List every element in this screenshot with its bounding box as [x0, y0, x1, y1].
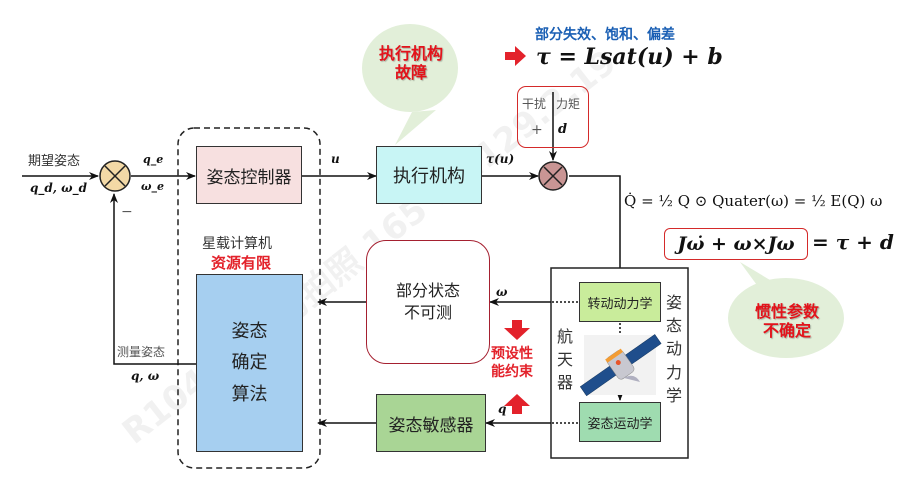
disturbance-label-left: 干扰 — [522, 97, 547, 111]
inertia-uncertain-text: 惯性参数 不确定 — [754, 302, 819, 341]
torque-to-plant-wire — [569, 175, 624, 281]
fault-types-label: 部分失效、饱和、偏差 — [535, 27, 675, 43]
down-arrow-icon — [504, 320, 530, 340]
sum-junction-1 — [99, 160, 131, 192]
measured-signal: q, ω — [131, 369, 160, 383]
q-signal-label: q — [498, 402, 507, 416]
attitude-controller-block[interactable]: 姿态控制器 — [196, 146, 302, 204]
inertia-bubble — [728, 262, 844, 358]
omega-e-label: ω_e — [141, 180, 164, 193]
prescribed-performance-text: 预设性 能约束 — [491, 346, 533, 380]
rotational-dynamics-block[interactable]: 转动动力学 — [579, 282, 661, 322]
sum-junction-2 — [538, 161, 568, 191]
disturbance-label-right: 力矩 — [556, 97, 581, 111]
kinematics-equation: Q̇ = ½ Q ⊙ Quater(ω) = ½ E(Q) ω — [624, 192, 883, 210]
spacecraft-label: 航 天 器 — [557, 327, 574, 393]
partial-state-line-1: 部分状态 — [395, 280, 460, 300]
attitude-dynamics-label: 姿 态 动 力 学 — [666, 293, 683, 405]
attitude-sensor-block[interactable]: 姿态敏感器 — [376, 394, 486, 452]
feedback-sign: − — [121, 204, 133, 220]
satellite-icon — [579, 334, 662, 397]
desired-signal: q_d, ω_d — [30, 181, 87, 195]
partial-state-block[interactable]: 部分状态 不可测 — [366, 240, 490, 364]
determination-line-1: 姿态 — [231, 320, 268, 342]
onboard-computer-frame — [177, 127, 321, 469]
up-arrow-icon — [504, 394, 530, 414]
attitude-sensor-label: 姿态敏感器 — [388, 415, 474, 436]
determination-line-2: 确定 — [231, 352, 268, 374]
fault-arrow-icon — [505, 46, 526, 66]
onboard-computer-label: 星载计算机 — [202, 236, 272, 252]
attitude-determination-block[interactable]: 姿态 确定 算法 — [196, 274, 303, 452]
q-e-label: q_e — [143, 153, 164, 166]
actuator-label: 执行机构 — [393, 166, 465, 187]
desired-attitude-label: 期望姿态 — [28, 154, 81, 169]
partial-state-line-2: 不可测 — [403, 303, 452, 322]
feedback-wire — [110, 193, 197, 365]
disturbance-symbol: d — [558, 122, 568, 137]
dynamics-lhs: Jω̇ + ω×Jω — [677, 233, 795, 255]
rotational-dynamics-label: 转动动力学 — [587, 296, 653, 312]
actuator-block[interactable]: 执行机构 — [376, 146, 482, 204]
tau-u-signal-label: τ(u) — [486, 152, 515, 166]
measured-attitude-label: 测量姿态 — [117, 345, 166, 359]
limited-resources-label: 资源有限 — [211, 254, 272, 272]
determination-line-3: 算法 — [231, 383, 268, 405]
disturbance-box: 干扰 力矩 + d — [517, 86, 589, 148]
attitude-kinematics-block[interactable]: 姿态运动学 — [579, 402, 661, 442]
omega-signal-label: ω — [496, 285, 508, 299]
dynamics-rhs: = τ + d — [812, 230, 894, 254]
u-signal-label: u — [331, 152, 340, 166]
attitude-controller-label: 姿态控制器 — [206, 167, 292, 188]
attitude-kinematics-label: 姿态运动学 — [587, 416, 653, 432]
dynamics-lhs-box: Jω̇ + ω×Jω — [664, 228, 808, 260]
fault-model-equation: τ = Lsat(u) + b — [536, 44, 723, 70]
actuator-fault-bubble — [362, 24, 458, 145]
actuator-fault-text: 执行机构 故障 — [378, 44, 443, 83]
disturbance-sign: + — [531, 122, 543, 138]
